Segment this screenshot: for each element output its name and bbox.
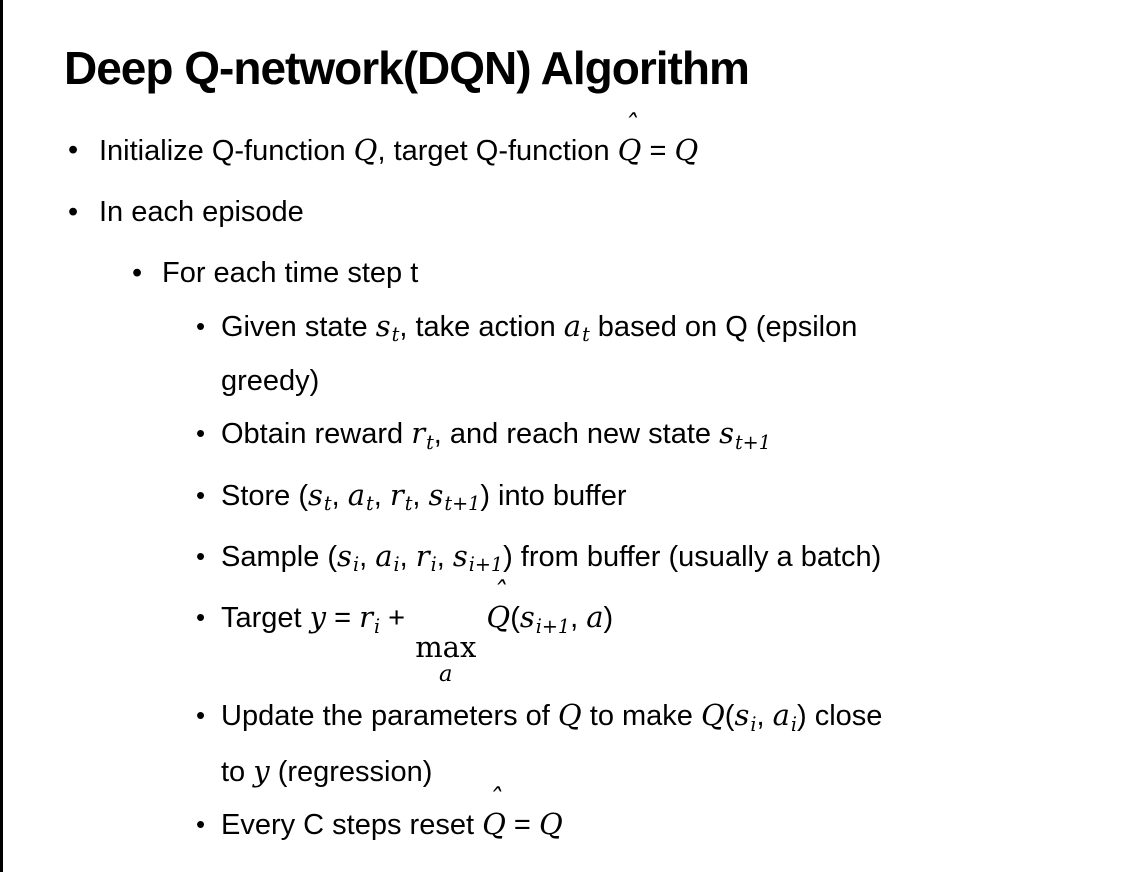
math-term: at bbox=[563, 308, 590, 347]
math-subscript: t bbox=[426, 430, 434, 454]
math-term: st bbox=[375, 308, 400, 347]
math-subscript: t bbox=[323, 491, 332, 515]
math-term: ri bbox=[359, 600, 381, 638]
math-term: y bbox=[253, 753, 270, 788]
math-term: ri bbox=[415, 538, 437, 577]
math-subscript: t bbox=[582, 323, 590, 347]
bullet-list: • Initialize Q-function Q, target Q-func… bbox=[3, 109, 1124, 848]
math-subscript: t bbox=[366, 491, 374, 515]
bullet-item-store-buffer: • Store (st, at, rt, st+1) into buffer bbox=[196, 472, 1124, 527]
bullet-icon: • bbox=[196, 418, 206, 449]
bullet-icon: • bbox=[132, 256, 143, 289]
bullet-text: Sample (si, ai, ri, si+1) from buffer (u… bbox=[221, 538, 882, 577]
math-term: st bbox=[308, 477, 332, 515]
bullet-text: Update the parameters of Q to make Q(si,… bbox=[221, 698, 883, 788]
bullet-item-episode: • In each episode bbox=[68, 189, 1124, 235]
bullet-icon: • bbox=[68, 195, 79, 228]
bullet-text: Store (st, at, rt, st+1) into buffer bbox=[221, 477, 627, 515]
hat-accent: ˆ bbox=[623, 109, 638, 142]
bullet-item-obtain-reward: • Obtain reward rt, and reach new state … bbox=[196, 410, 1124, 465]
math-subscript: i bbox=[374, 614, 381, 638]
math-subscript: t bbox=[391, 323, 400, 347]
math-subscript: t bbox=[404, 491, 413, 515]
math-term: at bbox=[347, 477, 374, 515]
math-term: rt bbox=[411, 416, 434, 454]
math-subscript: i bbox=[352, 553, 360, 577]
bullet-icon: • bbox=[196, 602, 206, 633]
bullet-text: Initialize Q-function Q, target Q-functi… bbox=[99, 109, 979, 174]
bullet-icon: • bbox=[196, 479, 206, 510]
math-term: Q bbox=[557, 698, 582, 733]
bullet-text: Given state st, take action at based on … bbox=[221, 308, 858, 398]
math-subscript: i+1 bbox=[535, 614, 571, 638]
bullet-item-update-parameters: • Update the parameters of Q to make Q(s… bbox=[196, 692, 1124, 794]
hat-accent: ˆ bbox=[488, 783, 503, 816]
bullet-icon: • bbox=[196, 310, 206, 341]
math-subscript: i bbox=[430, 553, 437, 577]
bullet-text: In each episode bbox=[99, 195, 304, 228]
math-term: si bbox=[337, 538, 360, 577]
math-term: si bbox=[734, 698, 757, 736]
math-subscript: i+1 bbox=[468, 553, 504, 577]
bullet-item-given-state: • Given state st, take action at based o… bbox=[196, 303, 1124, 404]
math-subscript: i bbox=[790, 712, 797, 736]
math-term: Q bbox=[700, 698, 725, 733]
math-term: a bbox=[586, 600, 604, 635]
math-subscript: i bbox=[393, 553, 400, 577]
math-term: ai bbox=[375, 538, 400, 577]
bullet-text: Obtain reward rt, and reach new state st… bbox=[221, 416, 771, 454]
bullet-icon: • bbox=[196, 540, 206, 571]
bullet-icon: • bbox=[196, 700, 206, 731]
math-term: ai bbox=[772, 698, 797, 736]
bullet-item-sample-buffer: • Sample (si, ai, ri, si+1) from buffer … bbox=[196, 533, 1124, 588]
math-term: si+1 bbox=[452, 538, 504, 577]
bullet-icon: • bbox=[68, 133, 79, 166]
math-subscript: t+1 bbox=[735, 430, 771, 454]
math-term: Q bbox=[353, 132, 378, 167]
bullet-item-initialize: • Initialize Q-function Q, target Q-func… bbox=[68, 109, 1124, 174]
bullet-text: For each time step t bbox=[162, 256, 419, 289]
math-subscript: i bbox=[750, 712, 757, 736]
math-subscript: t+1 bbox=[444, 491, 481, 515]
math-term: si+1 bbox=[519, 600, 571, 638]
math-term: y bbox=[309, 600, 327, 635]
bullet-item-timestep: • For each time step t bbox=[132, 250, 1124, 296]
math-term: st+1 bbox=[428, 477, 481, 515]
math-term: st+1 bbox=[719, 416, 771, 454]
math-term: Q bbox=[674, 132, 699, 167]
math-term: Q bbox=[538, 806, 563, 841]
hat-accent: ˆ bbox=[492, 576, 507, 609]
slide-title: Deep Q-network(DQN) Algorithm bbox=[64, 42, 750, 94]
bullet-icon: • bbox=[196, 808, 206, 839]
math-term: rt bbox=[389, 477, 413, 515]
